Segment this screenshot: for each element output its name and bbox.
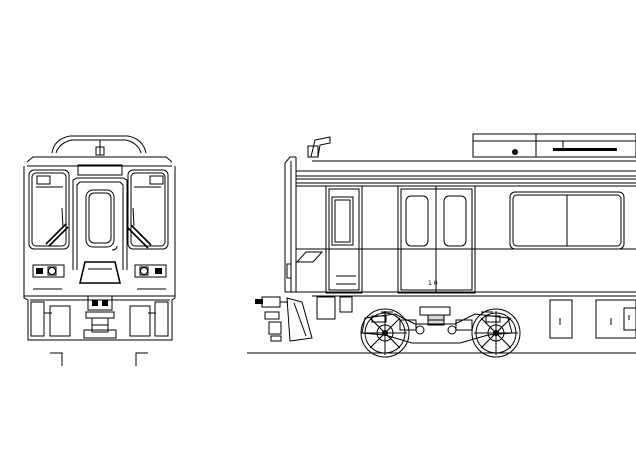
side-view: 1 0: [247, 134, 636, 357]
front-lights: [33, 265, 166, 289]
front-gangway-door: [73, 178, 127, 283]
front-right-window: [128, 170, 168, 249]
side-skirt-coupler: [255, 297, 312, 341]
roof-antenna: [308, 137, 330, 157]
front-rail-left: [50, 353, 62, 366]
wheel-rear: [472, 309, 520, 357]
front-coupler: [84, 296, 116, 338]
side-window: [510, 192, 624, 249]
crew-door: [326, 186, 362, 293]
front-view: [24, 136, 175, 366]
door-marking: 1 0: [428, 280, 438, 287]
cab-end: [285, 157, 322, 292]
passenger-door: 1 0: [398, 186, 475, 293]
front-rail-right: [136, 353, 148, 366]
destination-display: [78, 165, 122, 175]
front-wipers: [46, 208, 151, 248]
roof-equipment: [473, 134, 636, 157]
front-skirt: [31, 302, 168, 336]
front-left-window: [29, 170, 69, 249]
underfloor-equipment: [317, 297, 636, 338]
wheel-front: [361, 309, 409, 357]
